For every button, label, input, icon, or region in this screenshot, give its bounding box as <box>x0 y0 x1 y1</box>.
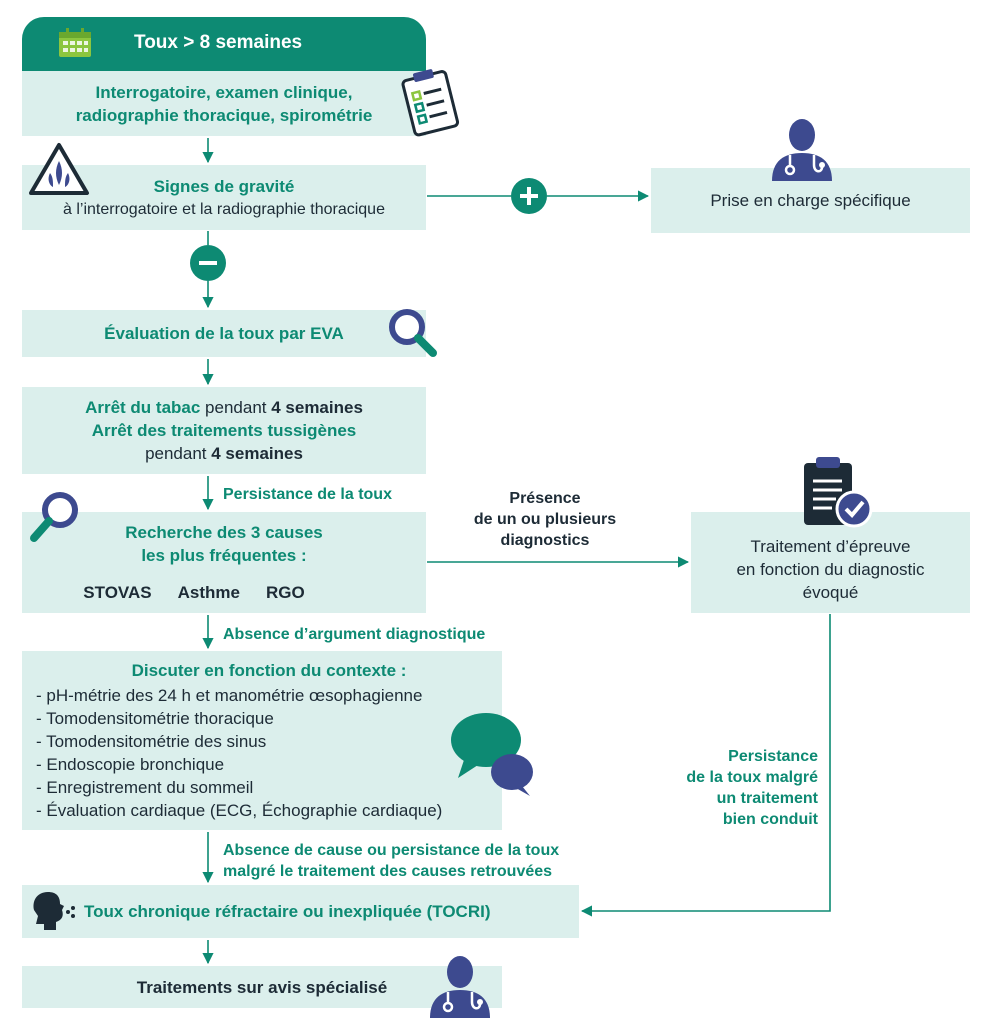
tocri-label: Toux chronique réfractaire ou inexpliqué… <box>84 902 491 921</box>
epreuve-l2: en fonction du diagnostic <box>736 560 925 579</box>
step2-title: Signes de gravité <box>153 176 295 196</box>
tabac-l1-rest: pendant <box>200 398 272 417</box>
label-persistance: Persistance de la toux <box>223 486 392 503</box>
arrow <box>580 614 831 917</box>
label-presence: Présence de un ou plusieurs diagnostics <box>454 488 636 551</box>
eva-label: Évaluation de la toux par EVA <box>104 324 344 343</box>
epreuve-l3: évoqué <box>802 583 859 602</box>
step-tocri: Toux chronique réfractaire ou inexpliqué… <box>22 885 579 938</box>
step1-line2: radiographie thoracique, spirométrie <box>75 105 373 125</box>
header-title: Toux > 8 semaines <box>134 32 303 53</box>
cause-item: STOVAS <box>83 583 152 602</box>
plus-icon <box>511 178 547 214</box>
step-initial-exam: Interrogatoire, examen clinique, radiogr… <box>22 71 426 136</box>
checklist-icon <box>398 67 464 142</box>
tabac-l1-bold: Arrêt du tabac <box>85 398 201 417</box>
presence-l2: de un ou plusieurs <box>473 511 617 528</box>
cause-item: Asthme <box>177 583 240 602</box>
list-item: - Tomodensitométrie des sinus <box>36 732 267 751</box>
step-context: Discuter en fonction du contexte : - pH-… <box>22 651 502 830</box>
step-severity-signs: Signes de gravité à l’interrogatoire et … <box>22 165 426 230</box>
label-absence-cause: Absence de cause ou persistance de la to… <box>223 840 559 882</box>
specific-care-box: Prise en charge spécifique <box>651 168 970 233</box>
step-final-specialist: Traitements sur avis spécialisé <box>22 966 502 1008</box>
step2-subtitle: à l’interrogatoire et la radiographie th… <box>63 200 385 218</box>
trial-treatment-box: Traitement d’épreuve en fonction du diag… <box>691 512 970 613</box>
step-common-causes: Recherche des 3 causes les plus fréquent… <box>22 512 426 613</box>
specific-care-label: Prise en charge spécifique <box>710 191 911 210</box>
label-persistance-malgre: Persistance de la toux malgré un traitem… <box>628 746 818 830</box>
cause-item: RGO <box>265 583 305 602</box>
warning-icon <box>27 141 91 202</box>
malgre-l2: de la toux malgré <box>686 769 818 786</box>
causes-title-l2: les plus fréquentes : <box>141 546 307 565</box>
step-eva: Évaluation de la toux par EVA <box>22 310 426 357</box>
list-item: - Évaluation cardiaque (ECG, Échographie… <box>36 801 443 820</box>
malgre-l4: bien conduit <box>722 811 818 828</box>
step-stop-tobacco: Arrêt du tabac pendant 4 semaines Arrêt … <box>22 387 426 474</box>
chat-bubbles-icon <box>448 708 538 803</box>
malgre-l3: un traitement <box>716 790 818 807</box>
tabac-l3-duration: 4 semaines <box>211 444 303 463</box>
absence-cause-l2: malgré le traitement des causes retrouvé… <box>223 863 553 880</box>
list-item: - Endoscopie bronchique <box>36 755 225 774</box>
doctor-icon <box>766 113 838 188</box>
header-bar: Toux > 8 semaines <box>22 17 426 71</box>
list-item: - Tomodensitométrie thoracique <box>36 709 274 728</box>
absence-cause-l1: Absence de cause ou persistance de la to… <box>223 842 560 859</box>
clipboard-check-icon <box>800 457 876 534</box>
tabac-l3-rest: pendant <box>145 444 212 463</box>
presence-l1: Présence <box>509 490 581 507</box>
calendar-icon <box>58 28 92 63</box>
presence-l3: diagnostics <box>500 532 590 549</box>
context-title: Discuter en fonction du contexte : <box>131 661 407 680</box>
context-list: - pH-métrie des 24 h et manométrie œsoph… <box>36 684 442 822</box>
magnifier-icon <box>26 488 82 551</box>
minus-icon <box>190 245 226 281</box>
magnifier-icon <box>385 305 439 364</box>
doctor-icon <box>424 950 496 1025</box>
malgre-l1: Persistance <box>728 748 818 765</box>
final-label: Traitements sur avis spécialisé <box>136 977 388 997</box>
tabac-l1-duration: 4 semaines <box>271 398 363 417</box>
step1-line1: Interrogatoire, examen clinique, <box>95 82 353 102</box>
causes-title-l1: Recherche des 3 causes <box>125 523 323 542</box>
label-absence-argument: Absence d’argument diagnostique <box>223 626 486 643</box>
coughing-head-icon <box>30 890 76 937</box>
epreuve-l1: Traitement d’épreuve <box>750 537 911 556</box>
list-item: - Enregistrement du sommeil <box>36 778 254 797</box>
tabac-l2: Arrêt des traitements tussigènes <box>91 421 357 440</box>
list-item: - pH-métrie des 24 h et manométrie œsoph… <box>36 686 423 705</box>
